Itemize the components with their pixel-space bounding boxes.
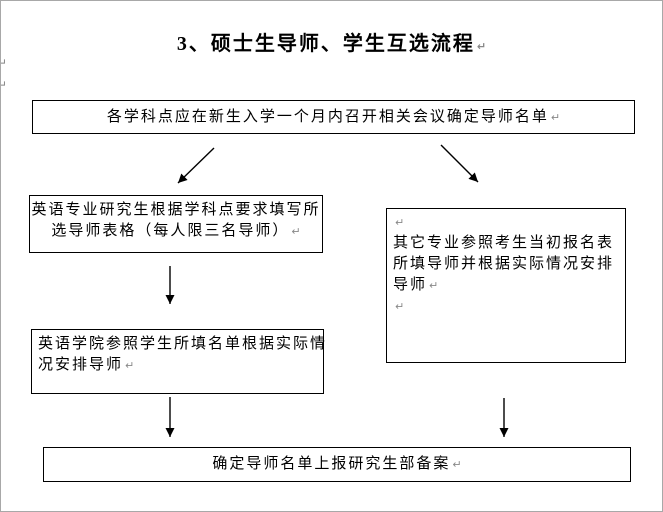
paragraph-mark-icon: ↵ — [550, 110, 561, 124]
paragraph-mark-icon: ↵ — [395, 300, 405, 313]
flow-box-text: 所填导师并根据实际情况安排 — [393, 256, 615, 272]
paragraph-mark-icon: ↵ — [452, 458, 462, 471]
flow-box-text: 选导师表格（每人限三名导师）↵ — [51, 223, 301, 239]
page-title-text: 3、硕士生导师、学生互选流程 — [176, 33, 475, 55]
flow-box-report-filing: 确定导师名单上报研究生部备案↵ — [43, 447, 631, 482]
flow-box-text: 英语学院参照学生所填名单根据实际情 — [38, 336, 328, 352]
flow-box-text: 况安排导师↵ — [38, 357, 135, 373]
flow-box-text: 英语专业研究生根据学科点要求填写所 — [31, 202, 321, 218]
paragraph-mark-icon: ↵ — [1, 56, 7, 70]
paragraph-mark-icon: ↵ — [1, 78, 7, 92]
paragraph-mark-icon: ↵ — [395, 216, 405, 229]
flow-box-other-majors: ↵ 其它专业参照考生当初报名表 所填导师并根据实际情况安排 导师↵ ↵ — [386, 208, 626, 363]
flow-box-english-majors-form: 英语专业研究生根据学科点要求填写所 选导师表格（每人限三名导师）↵ — [29, 195, 323, 253]
arrow-meeting-to-other-majors — [440, 144, 479, 183]
arrow-meeting-to-english-form — [177, 147, 215, 184]
flow-box-english-college-arrange: 英语学院参照学生所填名单根据实际情 况安排导师↵ — [31, 329, 328, 394]
paragraph-mark-icon: ↵ — [476, 40, 487, 53]
paragraph-mark-icon: ↵ — [291, 225, 301, 238]
paragraph-mark-icon: ↵ — [125, 359, 135, 372]
flow-box-meeting: 各学科点应在新生入学一个月内召开相关会议确定导师名单↵ — [32, 100, 635, 134]
page-title: 3、硕士生导师、学生互选流程↵ — [1, 27, 662, 56]
flow-box-text: 各学科点应在新生入学一个月内召开相关会议确定导师名单↵ — [106, 108, 561, 125]
flow-box-text: 其它专业参照考生当初报名表 — [393, 235, 615, 251]
flow-box-text: 导师↵ — [393, 277, 439, 293]
paragraph-mark-icon: ↵ — [429, 279, 439, 292]
flow-box-text: 确定导师名单上报研究生部备案↵ — [212, 456, 462, 472]
